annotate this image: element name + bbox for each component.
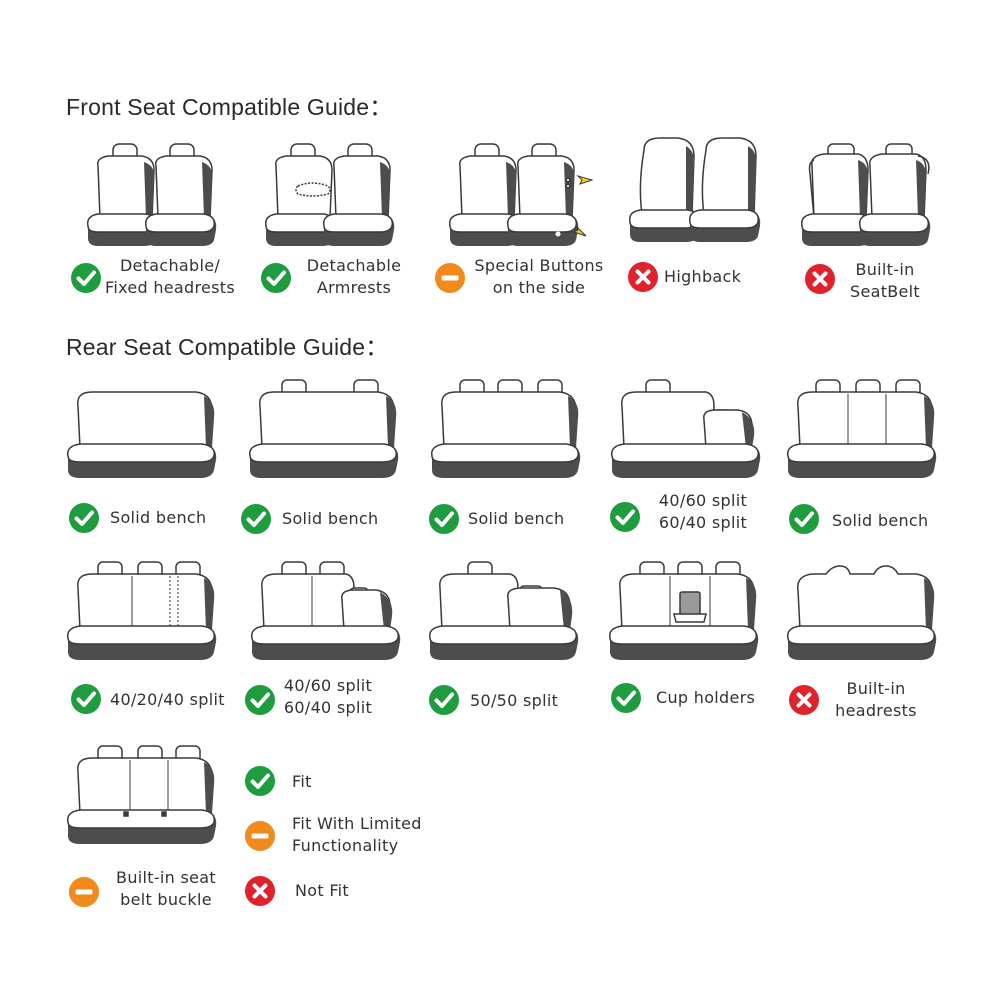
front-detachable-headrests-label: Detachable/Fixed headrests [104,256,235,297]
rear-row1-1-fit-icon [68,502,100,534]
rear-built-in-headrests-illustration [786,560,938,664]
rear-row2-3-label: 50/50 split [470,691,559,710]
front-special-buttons-limited-icon [434,262,466,294]
rear-row2-4-fit-icon [610,682,642,714]
rear-solid-bench-two-headrests-illustration [248,376,400,482]
front-seat-headrests-illustration [84,140,224,252]
rear-cup-holders-illustration [608,558,760,664]
rear-seat-belt-buckle-illustration [66,742,218,848]
rear-row2-1-label: 40/20/40 split [110,690,225,709]
front-built-in-seatbelt-not-fit-icon [804,263,836,295]
rear-row2-4-label: Cup holders [656,688,756,707]
front-detachable-armrests-fit-icon [260,262,292,294]
legend-fit-label: Fit [292,772,312,791]
front-seat-highback-illustration [626,136,766,248]
legend-not-fit-icon [244,875,276,907]
front-seat-heading: Front Seat Compatible Guide： [66,94,393,120]
legend-fit-icon [244,765,276,797]
rear-row2-5-not-fit-icon [788,684,820,716]
rear-row1-3-fit-icon [428,503,460,535]
front-seat-seatbelt-illustration [798,140,938,252]
legend-not-fit-label: Not Fit [295,881,349,900]
rear-row1-5-fit-icon [788,503,820,535]
front-seat-side-buttons-illustration [446,140,596,252]
rear-solid-bench-plain-illustration [66,386,218,482]
front-highback-not-fit-icon [627,261,659,293]
legend-limited-icon [244,820,276,852]
rear-row1-2-fit-icon [240,503,272,535]
rear-row2-1-fit-icon [70,683,102,715]
front-highback-label: Highback [664,267,742,286]
rear-split-50-50-illustration [428,558,580,664]
rear-row2-3-fit-icon [428,684,460,716]
rear-row1-4-fit-icon [609,501,641,533]
front-seat-armrests-illustration [262,140,402,252]
rear-row1-2-label: Solid bench [282,509,379,528]
rear-solid-bench-seams-illustration [786,376,938,482]
rear-split-40-60-armrest-illustration [250,558,402,664]
rear-solid-bench-three-headrests-illustration [430,376,582,482]
rear-row2-2-fit-icon [244,684,276,716]
front-detachable-headrests-fit-icon [70,262,102,294]
rear-row1-3-label: Solid bench [468,509,565,528]
rear-split-40-60-illustration [610,376,762,482]
rear-seat-belt-buckle-limited-icon [68,876,100,908]
rear-seat-heading: Rear Seat Compatible Guide： [66,334,389,360]
rear-row1-5-label: Solid bench [832,511,929,530]
rear-row1-1-label: Solid bench [110,508,207,527]
rear-split-40-20-40-illustration [66,558,218,664]
